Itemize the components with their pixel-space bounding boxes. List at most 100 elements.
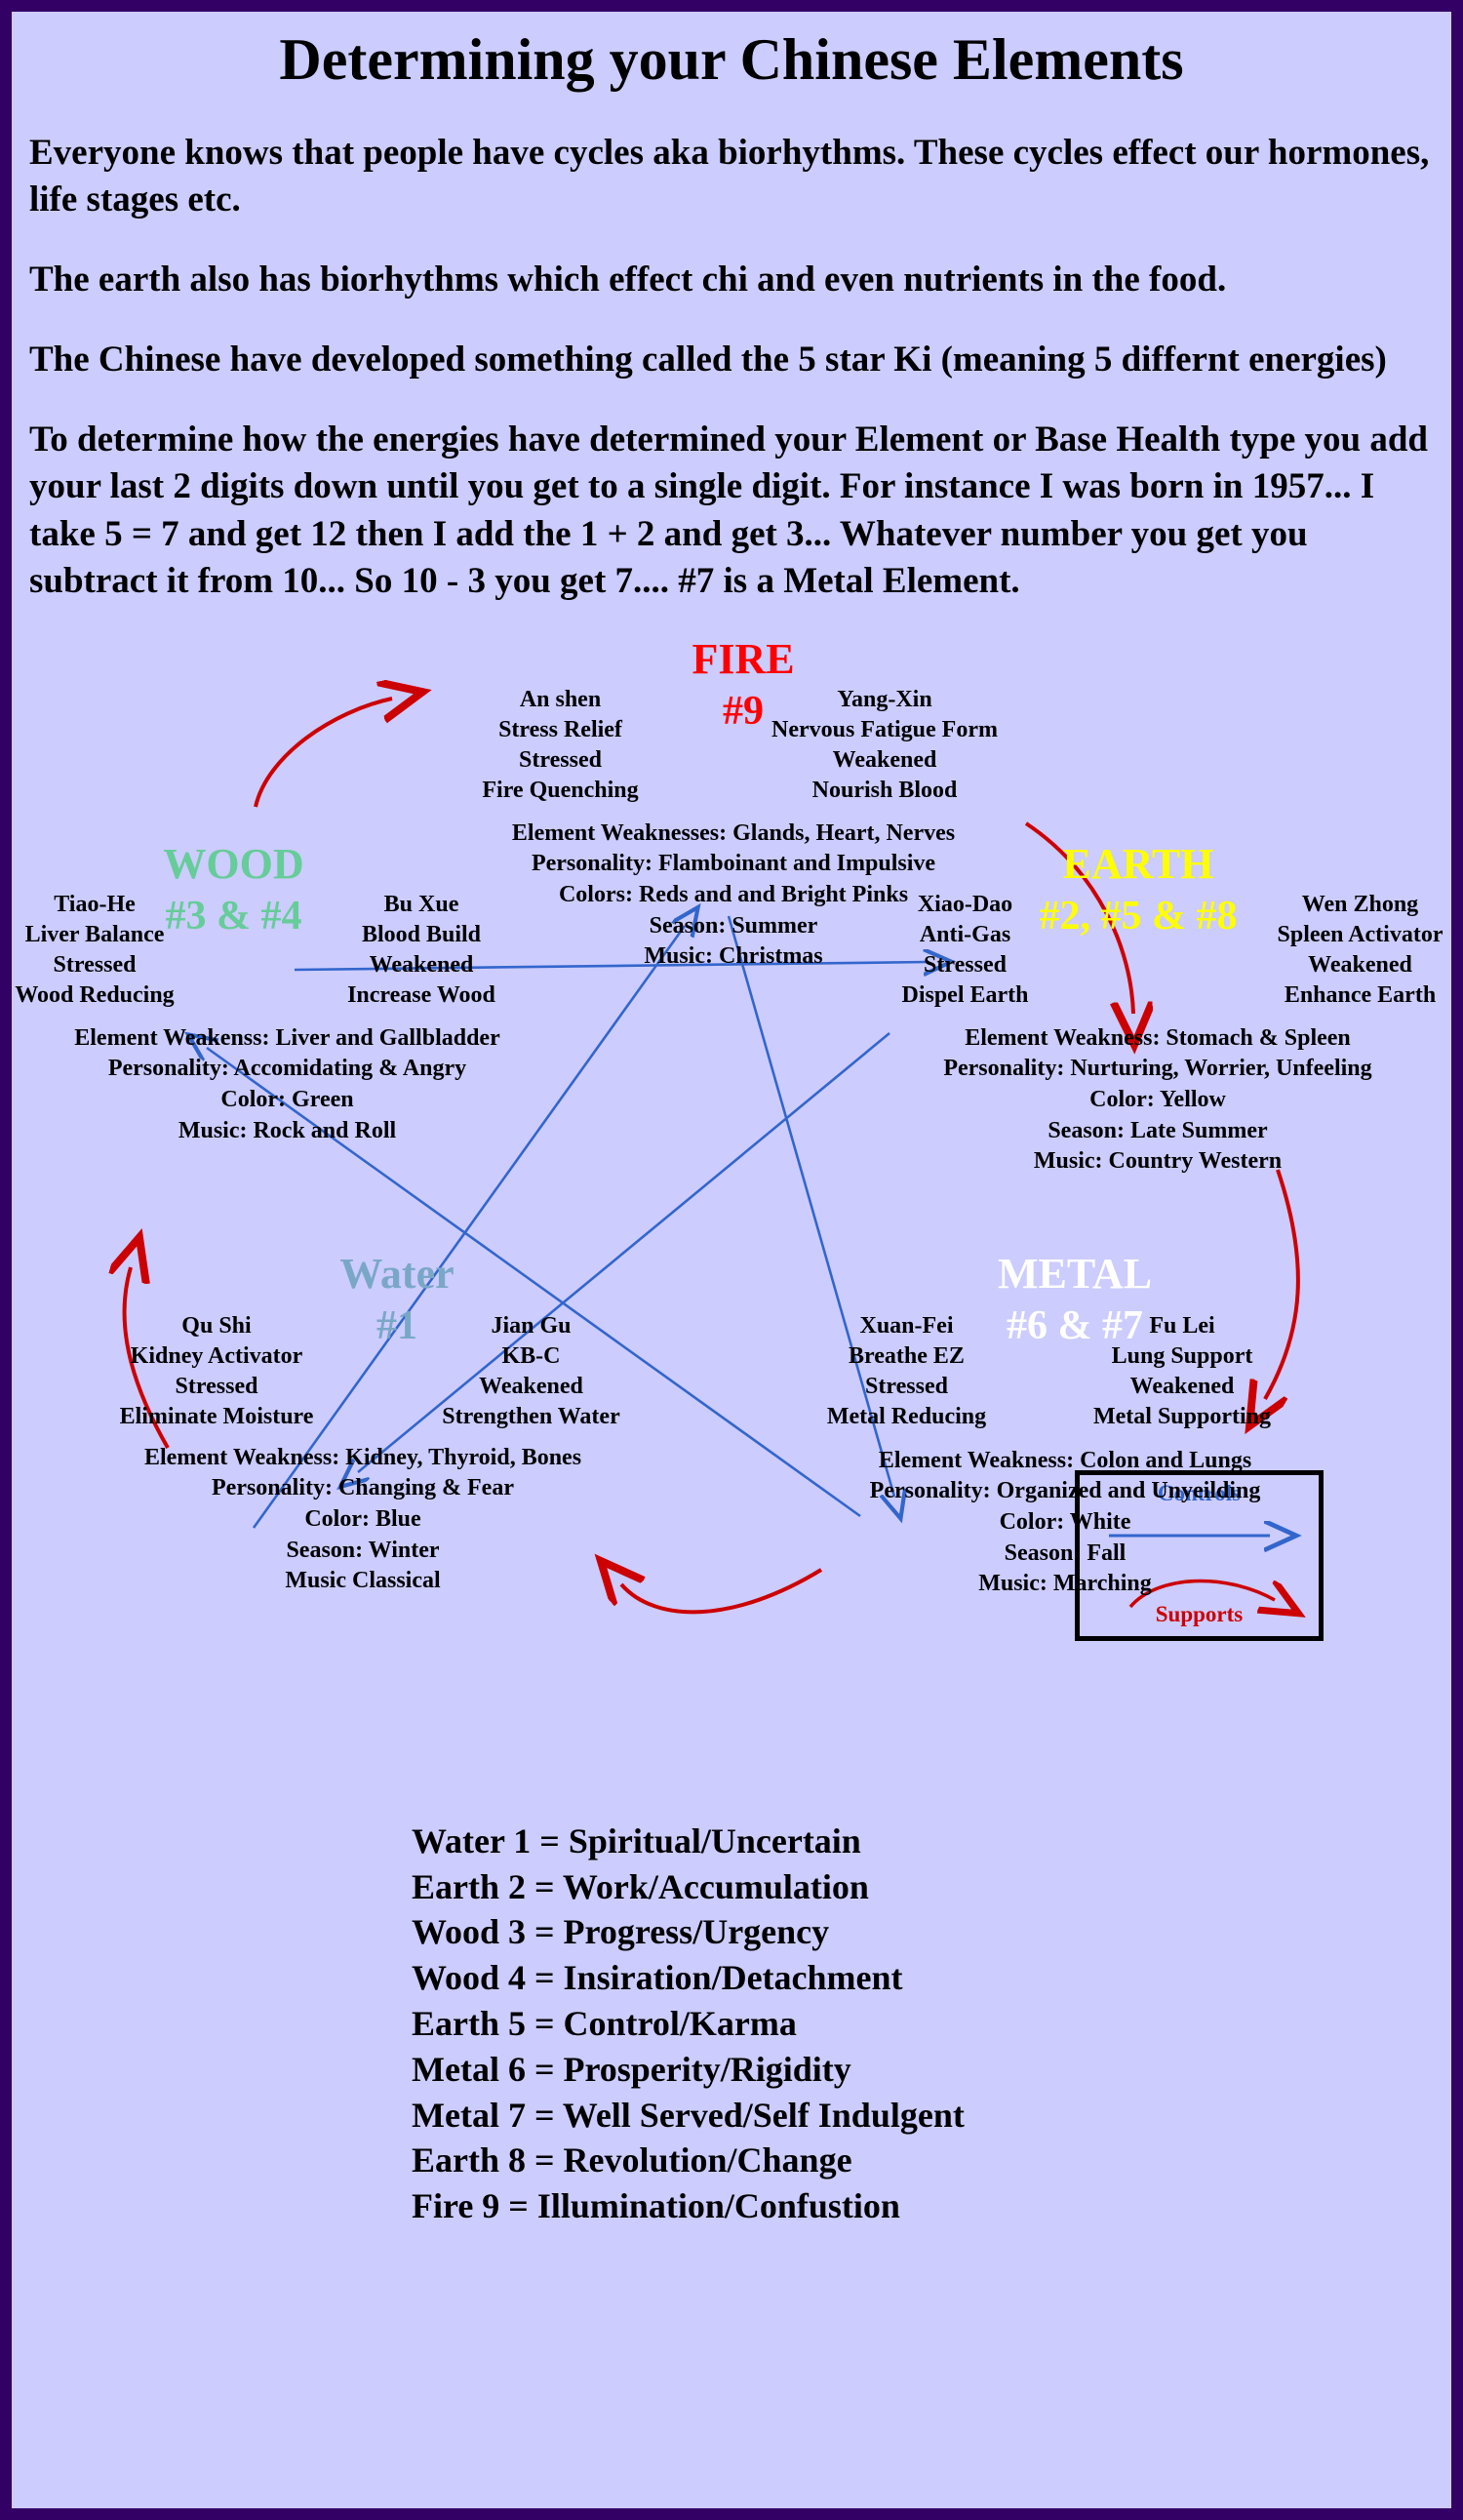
key-list-item: Wood 4 = Insiration/Detachment <box>412 1958 903 1998</box>
element-wood-number: #3 & #4 <box>165 893 302 939</box>
metal-detail-line: Music: Marching <box>978 1571 1152 1597</box>
element-earth-details: Element Weakness: Stomach & Spleen Perso… <box>850 1023 1451 1178</box>
element-wood-name: WOOD <box>163 839 304 888</box>
wood-left-item: Liver Balance <box>24 921 165 947</box>
fire-right-item: Weakened <box>832 747 937 774</box>
wood-left-item: Tiao-He <box>54 891 136 917</box>
earth-right-item: Spleen Activator <box>1277 921 1443 947</box>
metal-right-item: Fu Lei <box>1149 1312 1215 1339</box>
element-fire-number: #9 <box>723 688 764 734</box>
wood-right-item: Weakened <box>369 952 474 979</box>
key-list-item: Fire 9 = Illumination/Confustion <box>412 2186 900 2226</box>
earth-detail-line: Element Weakness: Stomach & Spleen <box>965 1024 1351 1051</box>
legend-box: Controls Supports <box>1075 1469 1324 1641</box>
element-earth-number: #2, #5 & #8 <box>1039 893 1238 939</box>
wood-left-item: Stressed <box>53 952 137 979</box>
earth-detail-line: Color: Yellow <box>1089 1087 1226 1113</box>
key-list-item: Earth 8 = Revolution/Change <box>412 2140 852 2180</box>
water-right-item: Weakened <box>479 1374 583 1400</box>
fire-detail-line: Personality: Flamboinant and Impulsive <box>531 851 936 877</box>
controls-pentagram-lines <box>207 916 929 1529</box>
water-right-item: KB-C <box>501 1342 561 1369</box>
element-wood-left-column: Tiao-He Liver Balance Stressed Wood Redu… <box>12 890 187 1012</box>
key-list-item: Earth 2 = Work/Accumulation <box>412 1866 869 1906</box>
metal-left-item: Stressed <box>865 1374 948 1400</box>
intro-paragraph-3: The Chinese have developed something cal… <box>29 340 1387 380</box>
fire-left-item: Stressed <box>519 747 602 774</box>
element-water-number: #1 <box>376 1302 417 1348</box>
element-water-left-column: Qu Shi Kidney Activator Stressed Elimina… <box>104 1311 329 1433</box>
element-metal-details: Element Weakness: Colon and Lungs Person… <box>782 1446 1348 1600</box>
earth-left-item: Stressed <box>924 952 1007 979</box>
fire-right-item: Yang-Xin <box>837 686 932 712</box>
element-wood-details: Element Weakenss: Liver and Gallbladder … <box>21 1023 553 1147</box>
earth-detail-line: Music: Country Western <box>1033 1148 1283 1175</box>
element-earth-left-column: Xiao-Dao Anti-Gas Stressed Dispel Earth <box>870 890 1060 1012</box>
wood-left-item: Wood Reducing <box>15 982 175 1009</box>
earth-right-item: Wen Zhong <box>1301 891 1419 917</box>
metal-right-item: Weakened <box>1129 1374 1235 1400</box>
water-right-item: Jian Gu <box>491 1312 572 1339</box>
element-water-right-column: Jian Gu KB-C Weakened Strengthen Water <box>421 1311 641 1433</box>
water-left-item: Qu Shi <box>181 1312 252 1339</box>
metal-detail-line: Season: Fall <box>1004 1540 1127 1566</box>
fire-left-item: Stress Relief <box>498 716 622 742</box>
metal-left-item: Metal Reducing <box>826 1404 987 1430</box>
wood-detail-line: Element Weakenss: Liver and Gallbladder <box>74 1024 500 1051</box>
fire-left-item: An shen <box>519 686 602 712</box>
water-left-item: Kidney Activator <box>130 1342 303 1369</box>
metal-right-item: Metal Supporting <box>1092 1404 1271 1430</box>
element-metal-name: METAL <box>997 1249 1153 1298</box>
fire-left-item: Fire Quenching <box>482 778 639 804</box>
fire-detail-line: Season: Summer <box>649 912 818 939</box>
earth-left-item: Anti-Gas <box>919 921 1011 947</box>
element-fire-right-column: Yang-Xin Nervous Fatigue Form Weakened N… <box>748 685 1021 807</box>
intro-paragraph-4: To determine how the energies have deter… <box>29 420 1429 601</box>
wood-detail-line: Music: Rock and Roll <box>178 1117 397 1143</box>
element-wood-right-column: Bu Xue Blood Build Weakened Increase Woo… <box>329 890 514 1012</box>
key-list-item: Water 1 = Spiritual/Uncertain <box>412 1820 861 1860</box>
intro-paragraph-1: Everyone knows that people have cycles a… <box>29 133 1430 220</box>
legend-controls-label: Controls <box>1157 1480 1242 1505</box>
metal-detail-line: Color: White <box>999 1509 1131 1536</box>
element-fire-left-column: An shen Stress Relief Stressed Fire Quen… <box>455 685 665 807</box>
element-fire-name: FIRE <box>692 634 795 683</box>
water-detail-line: Color: Blue <box>304 1506 421 1533</box>
wood-right-item: Increase Wood <box>347 982 495 1009</box>
earth-left-item: Xiao-Dao <box>917 891 1013 917</box>
supports-arrow-wood-to-fire <box>254 699 392 808</box>
legend-supports-arrow <box>1128 1579 1275 1606</box>
intro-paragraph-2: The earth also has biorhythms which effe… <box>29 260 1227 300</box>
key-list-item: Wood 3 = Progress/Urgency <box>412 1912 830 1952</box>
element-earth-right-column: Wen Zhong Spleen Activator Weakened Enha… <box>1255 890 1451 1012</box>
element-fire-details: Element Weaknesses: Glands, Heart, Nerve… <box>431 819 1036 973</box>
water-left-item: Eliminate Moisture <box>119 1404 314 1430</box>
wood-detail-line: Color: Green <box>220 1087 354 1113</box>
wood-right-item: Bu Xue <box>383 891 459 917</box>
key-list-item: Metal 7 = Well Served/Self Indulgent <box>412 2095 965 2135</box>
fire-right-item: Nervous Fatigue Form <box>771 716 998 742</box>
element-number-key-list: Water 1 = Spiritual/Uncertain Earth 2 = … <box>12 1819 1451 2229</box>
element-metal-right-column: Fu Lei Lung Support Weakened Metal Suppo… <box>1070 1311 1294 1433</box>
earth-left-item: Dispel Earth <box>901 982 1029 1009</box>
legend-arrows-svg <box>1109 1475 1319 1636</box>
water-detail-line: Element Weakness: Kidney, Thyroid, Bones <box>143 1444 582 1470</box>
key-list-item: Earth 5 = Control/Karma <box>412 2003 797 2043</box>
metal-detail-line: Personality: Organized and Unyeilding <box>869 1478 1261 1504</box>
metal-left-item: Breathe EZ <box>849 1342 965 1369</box>
water-right-item: Strengthen Water <box>442 1404 620 1430</box>
water-left-item: Stressed <box>175 1374 258 1400</box>
element-earth-name: EARTH <box>1062 839 1214 888</box>
earth-detail-line: Personality: Nurturing, Worrier, Unfeeli… <box>943 1056 1372 1082</box>
element-water-name: Water <box>339 1249 455 1298</box>
earth-right-item: Weakened <box>1308 952 1412 979</box>
wood-right-item: Blood Build <box>361 921 482 947</box>
element-wood-header: WOOD #3 & #4 <box>129 839 338 939</box>
key-list-item: Metal 6 = Prosperity/Rigidity <box>412 2049 851 2089</box>
metal-detail-line: Element Weakness: Colon and Lungs <box>878 1447 1252 1473</box>
fire-right-item: Nourish Blood <box>811 778 958 804</box>
fire-detail-line: Music: Christmas <box>644 943 823 970</box>
element-water-header: Water #1 <box>304 1249 490 1348</box>
water-detail-line: Personality: Changing & Fear <box>212 1475 514 1501</box>
fire-detail-line: Element Weaknesses: Glands, Heart, Nerve… <box>511 820 956 846</box>
